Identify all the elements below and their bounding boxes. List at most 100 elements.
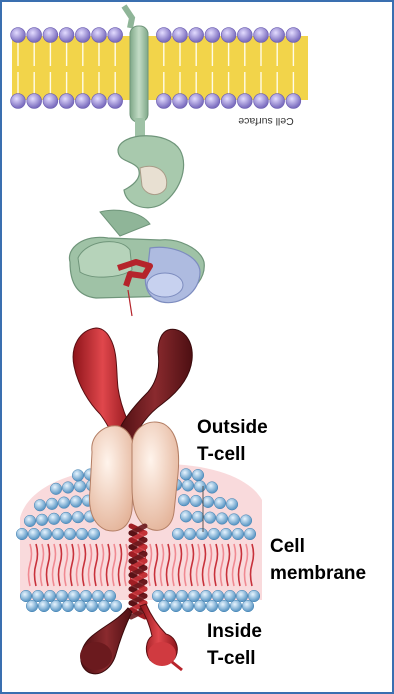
cytoplasmic-tip-red [172, 662, 182, 670]
lipid-head [218, 600, 230, 612]
membrane-label-line2: membrane [270, 561, 366, 586]
lipid-head [50, 483, 62, 495]
lipid-head [237, 28, 252, 43]
lipid-head [32, 590, 44, 602]
lipid-head [194, 481, 206, 493]
lipid-head [16, 528, 28, 540]
lipid-head [38, 600, 50, 612]
lipid-head [74, 481, 86, 493]
lipid-head [206, 482, 218, 494]
lipid-head [176, 590, 188, 602]
lipid-head [172, 528, 184, 540]
lipid-head [70, 496, 82, 508]
lipid-head [230, 600, 242, 612]
lipid-head [286, 28, 301, 43]
lipid-head [208, 528, 220, 540]
lipid-head [104, 590, 116, 602]
lipid-head [205, 94, 220, 109]
lipid-head [50, 600, 62, 612]
lipid-head [286, 94, 301, 109]
membrane-label-line1: Cell [270, 534, 305, 559]
mhc-blue-helix-end [147, 273, 183, 297]
lipid-head [27, 94, 42, 109]
lipid-head [60, 512, 72, 524]
lipid-head [46, 498, 58, 510]
lipid-head [237, 94, 252, 109]
lipid-head [158, 600, 170, 612]
lipid-head [152, 590, 164, 602]
lipid-head [43, 28, 58, 43]
lipid-head [92, 28, 107, 43]
inside-label-line2: T-cell [207, 646, 256, 671]
constant-domain-right [132, 422, 179, 530]
lipid-head [178, 494, 190, 506]
lipid-head [200, 590, 212, 602]
lipid-head [72, 470, 84, 482]
lipid-head [224, 590, 236, 602]
lipid-head [182, 600, 194, 612]
lipid-head [206, 600, 218, 612]
lipid-head [36, 514, 48, 526]
lipid-head [28, 528, 40, 540]
lipid-head [248, 590, 260, 602]
lipid-head [180, 469, 192, 481]
lipid-head [59, 94, 74, 109]
lipid-head [80, 590, 92, 602]
cell-surface-label: Cell surface [238, 115, 294, 127]
mhc-tail [124, 6, 132, 28]
inside-label-line1: Inside [207, 619, 262, 644]
constant-domain-left [90, 426, 135, 531]
outside-label-line2: T-cell [197, 442, 246, 467]
lipid-head [220, 528, 232, 540]
lipid-head [108, 94, 123, 109]
lipid-head [11, 28, 26, 43]
lipid-head [43, 94, 58, 109]
t-cell-receptor [73, 328, 192, 674]
lipid-head [192, 511, 204, 523]
lipid-head [92, 590, 104, 602]
lipid-head [194, 600, 206, 612]
lipid-head [20, 590, 32, 602]
lipid-head [64, 528, 76, 540]
lipid-head [72, 511, 84, 523]
lipid-head [182, 480, 194, 492]
lipid-head [156, 94, 171, 109]
lipid-head [188, 590, 200, 602]
lipid-head [75, 28, 90, 43]
lipid-head [170, 600, 182, 612]
lipid-head [98, 600, 110, 612]
lipid-head [228, 514, 240, 526]
lipid-head [74, 600, 86, 612]
lipid-head [221, 28, 236, 43]
lipid-head [86, 600, 98, 612]
lipid-head [75, 94, 90, 109]
mhc-transmembrane-segment [130, 26, 148, 122]
lipid-head [192, 469, 204, 481]
lipid-head [270, 94, 285, 109]
lipid-head [190, 495, 202, 507]
lipid-head [62, 600, 74, 612]
lipid-head [173, 28, 188, 43]
lipid-head [189, 28, 204, 43]
lipid-head [24, 515, 36, 527]
cytoplasmic-bulb-dark [80, 642, 112, 670]
lipid-head [26, 600, 38, 612]
lipid-head [164, 590, 176, 602]
lipid-head [156, 28, 171, 43]
lipid-head [59, 28, 74, 43]
top-membrane-core [12, 36, 308, 100]
lipid-head [202, 496, 214, 508]
lipid-head [226, 498, 238, 510]
lipid-head [108, 28, 123, 43]
lipid-head [76, 528, 88, 540]
lipid-head [48, 513, 60, 525]
lipid-head [27, 28, 42, 43]
lipid-head [58, 497, 70, 509]
lipid-head [196, 528, 208, 540]
lipid-head [216, 513, 228, 525]
lipid-head [88, 528, 100, 540]
lipid-head [270, 28, 285, 43]
lipid-head [232, 528, 244, 540]
lipid-head [62, 482, 74, 494]
lipid-head [180, 511, 192, 523]
